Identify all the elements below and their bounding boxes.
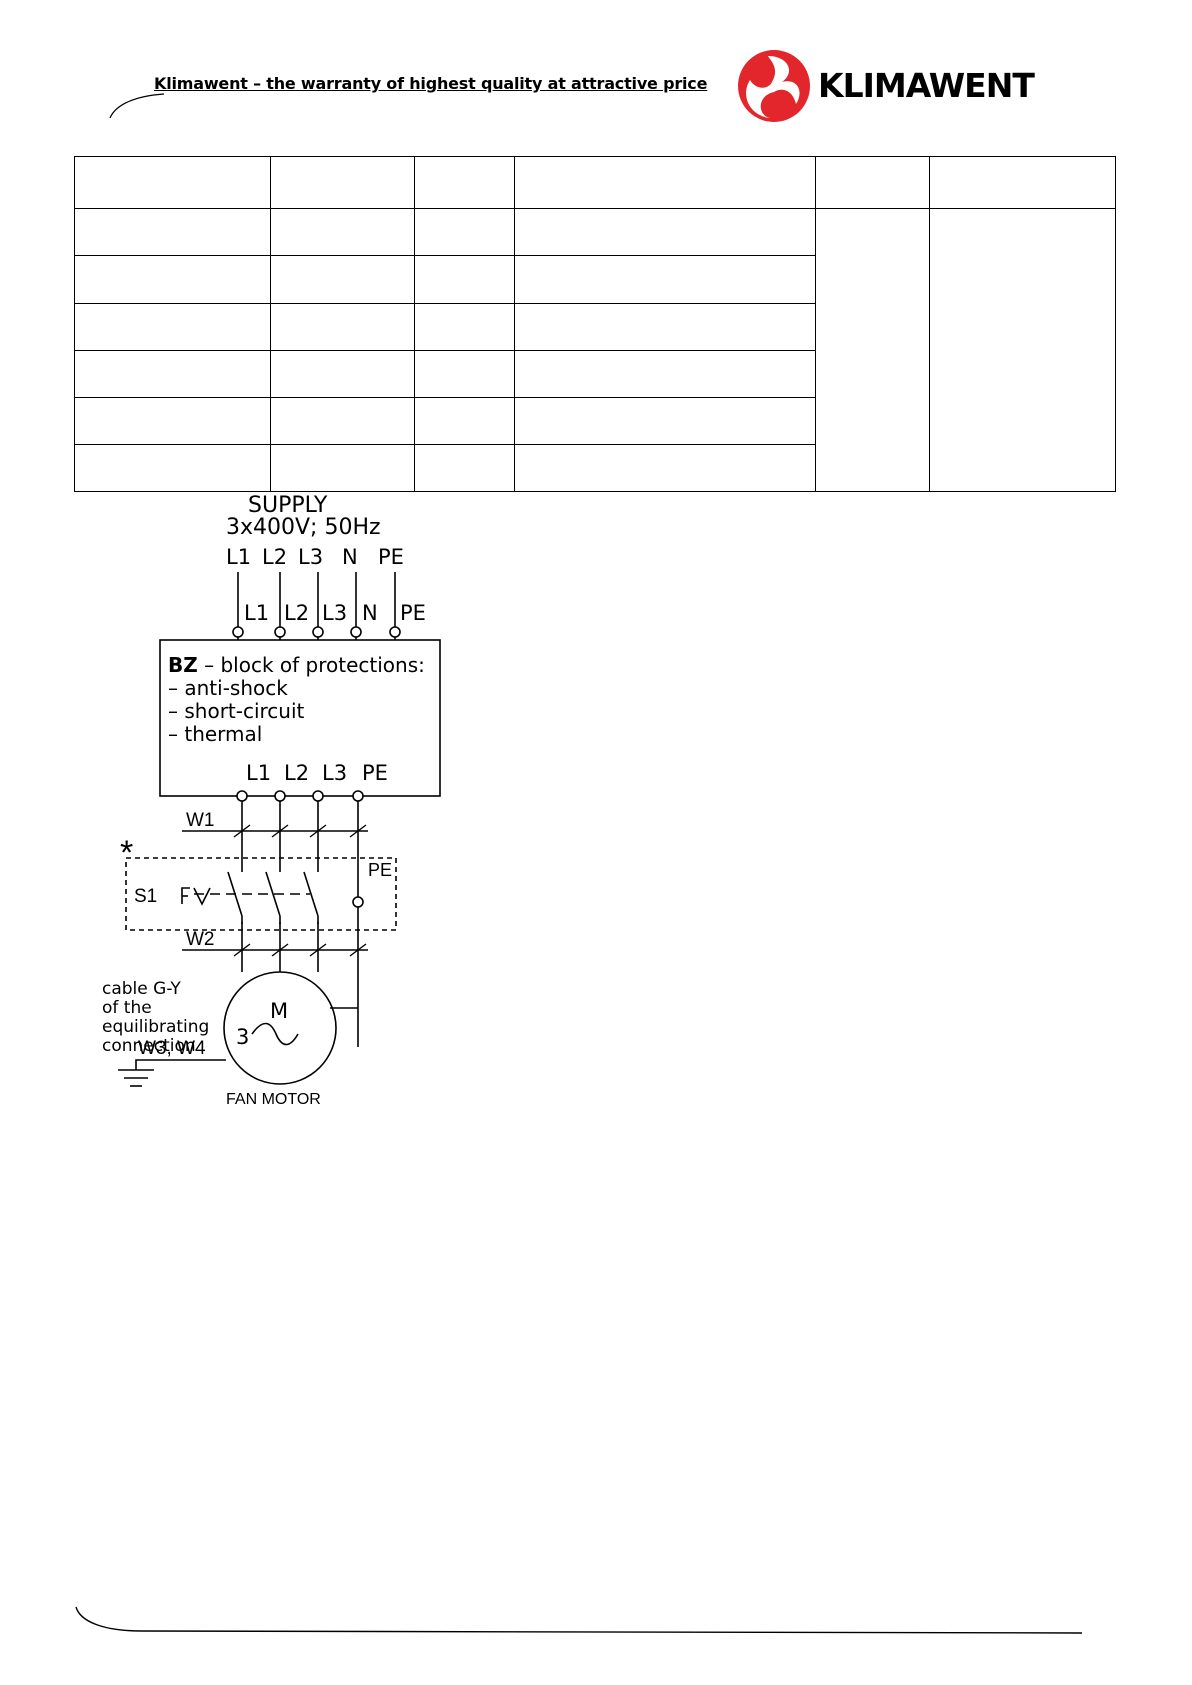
table-cell-merged bbox=[815, 208, 930, 492]
table-cell-merged bbox=[929, 208, 1116, 492]
block-item-thermal: – thermal bbox=[168, 722, 262, 746]
table-cell bbox=[414, 303, 515, 351]
table-row bbox=[74, 303, 1116, 351]
block-title: BZ – block of protections: bbox=[168, 653, 425, 677]
supply-terminal-l2: L2 bbox=[262, 545, 287, 569]
table-cell bbox=[414, 208, 515, 256]
cable-note-line3: equilibrating bbox=[102, 1017, 209, 1037]
cable-w2-label: W2 bbox=[186, 929, 215, 950]
block-title-rest: – block of protections: bbox=[198, 653, 425, 677]
supply-terminal-pe: PE bbox=[378, 545, 404, 569]
block-input-n: N bbox=[362, 601, 378, 625]
block-output-l3: L3 bbox=[322, 761, 347, 785]
table-cell bbox=[270, 255, 415, 304]
table-header-row bbox=[74, 156, 1116, 209]
footer-rule bbox=[75, 1606, 1083, 1634]
block-output-l1: L1 bbox=[246, 761, 271, 785]
block-input-l2: L2 bbox=[284, 601, 309, 625]
block-item-short-circuit: – short-circuit bbox=[168, 699, 305, 723]
table-cell bbox=[270, 444, 415, 492]
table-row bbox=[74, 208, 1116, 492]
block-title-bold: BZ bbox=[168, 653, 198, 677]
table-cell bbox=[74, 255, 271, 304]
switch-s1-label: S1 bbox=[134, 886, 157, 907]
block-output-pe: PE bbox=[362, 761, 388, 785]
motor-phase: 3 bbox=[236, 1025, 249, 1049]
switch-pe-label: PE bbox=[368, 860, 392, 880]
table-cell bbox=[74, 156, 271, 209]
table-cell bbox=[270, 397, 415, 445]
cable-w1-label: W1 bbox=[186, 810, 215, 831]
cable-w34-label: W3, W4 bbox=[138, 1038, 206, 1059]
table-row bbox=[74, 397, 1116, 445]
table-cell bbox=[414, 350, 515, 398]
motor-m: M bbox=[270, 999, 288, 1023]
block-input-l3: L3 bbox=[322, 601, 347, 625]
table-cell bbox=[74, 208, 271, 256]
table-cell bbox=[74, 350, 271, 398]
table-cell bbox=[514, 350, 816, 398]
block-input-l1: L1 bbox=[244, 601, 269, 625]
klimawent-logo-icon bbox=[738, 50, 810, 122]
table-cell bbox=[414, 156, 515, 209]
table-cell bbox=[929, 156, 1116, 209]
wiring-diagram: SUPPLY 3x400V; 50Hz L1 L2 L3 N PE L1 L2 … bbox=[102, 493, 441, 1108]
cable-note-line2: of the bbox=[102, 998, 152, 1018]
block-output-l2: L2 bbox=[284, 761, 309, 785]
table-cell bbox=[514, 156, 816, 209]
table-cell bbox=[74, 397, 271, 445]
table-cell bbox=[514, 255, 816, 304]
block-item-anti-shock: – anti-shock bbox=[168, 676, 288, 700]
table-cell bbox=[414, 397, 515, 445]
spec-table bbox=[74, 156, 1116, 492]
supply-spec: 3x400V; 50Hz bbox=[226, 515, 381, 540]
cable-note-line4: connection bbox=[102, 1036, 196, 1056]
table-cell bbox=[74, 303, 271, 351]
table-row bbox=[74, 444, 1116, 492]
table-cell bbox=[815, 156, 930, 209]
supply-terminal-n: N bbox=[342, 545, 358, 569]
supply-terminal-l3: L3 bbox=[298, 545, 323, 569]
table-cell bbox=[514, 397, 816, 445]
brand-name: KLIMAWENT bbox=[818, 66, 1035, 105]
cable-note-line1: cable G-Y bbox=[102, 979, 181, 999]
table-cell bbox=[270, 156, 415, 209]
table-cell bbox=[270, 303, 415, 351]
header-tagline: Klimawent – the warranty of highest qual… bbox=[154, 74, 708, 93]
table-cell bbox=[514, 444, 816, 492]
table-row bbox=[74, 350, 1116, 398]
header-swoosh bbox=[109, 93, 165, 119]
table-cell bbox=[414, 255, 515, 304]
supply-terminal-l1: L1 bbox=[226, 545, 251, 569]
table-cell bbox=[514, 208, 816, 256]
block-input-pe: PE bbox=[400, 601, 426, 625]
supply-title: SUPPLY bbox=[248, 493, 328, 518]
motor-label: FAN MOTOR bbox=[226, 1091, 321, 1108]
table-cell bbox=[270, 208, 415, 256]
asterisk-mark: * bbox=[120, 834, 133, 872]
table-cell bbox=[270, 350, 415, 398]
table-cell bbox=[74, 444, 271, 492]
table-cell bbox=[414, 444, 515, 492]
table-cell bbox=[514, 303, 816, 351]
table-row bbox=[74, 255, 1116, 304]
